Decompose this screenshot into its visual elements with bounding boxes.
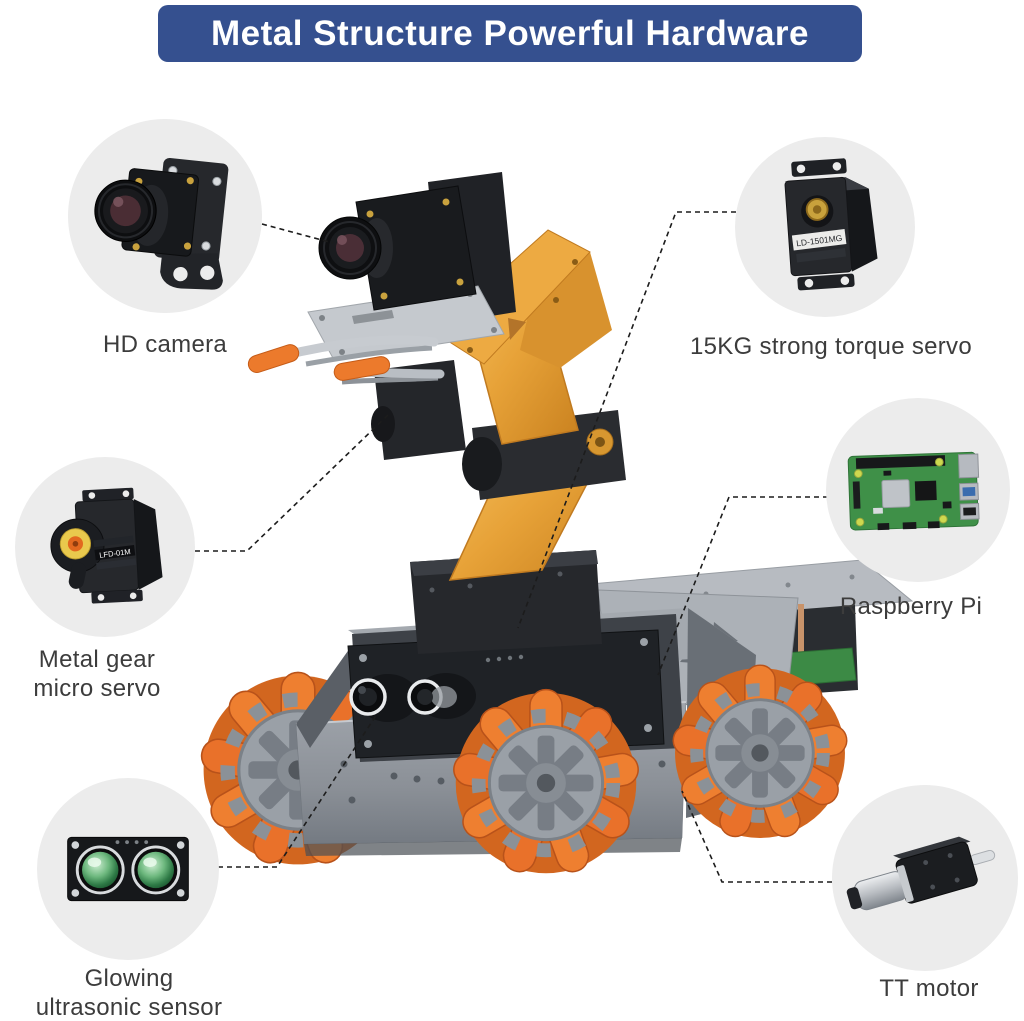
gripper — [247, 335, 466, 460]
hd-camera-image — [68, 119, 262, 313]
connector-tt-motor — [681, 790, 832, 883]
hd-camera-label: HD camera — [102, 331, 228, 358]
connector-raspberry-pi — [657, 496, 828, 676]
micro-servo-image: LFD-01M — [15, 457, 195, 637]
onboard-hd-camera — [307, 172, 516, 361]
page-title: Metal Structure Powerful Hardware — [210, 13, 810, 53]
torque-servo-label: 15KG strong torque servo — [689, 333, 973, 360]
tt-motor-label: TT motor — [879, 975, 979, 1002]
connector-ultrasonic — [218, 713, 378, 868]
micro-servo-label: Metal gear micro servo — [33, 646, 161, 702]
raspberry-pi-image — [826, 398, 1010, 582]
ultrasonic-sensor-label: Glowing ultrasonic sensor — [35, 965, 223, 1021]
raspberry-pi-label: Raspberry Pi — [839, 593, 983, 620]
micro-servo-model-text: LFD-01M — [99, 547, 131, 560]
title-banner: Metal Structure Powerful Hardware — [158, 5, 862, 62]
connector-lines — [195, 211, 832, 883]
connector-torque-servo — [517, 211, 736, 629]
torque-servo-image: LD-1501MG — [735, 137, 915, 317]
ultrasonic-sensor-image — [37, 778, 219, 960]
connector-micro-servo — [195, 412, 391, 552]
tt-motor-image — [832, 785, 1018, 971]
connector-hd-camera — [261, 223, 334, 244]
